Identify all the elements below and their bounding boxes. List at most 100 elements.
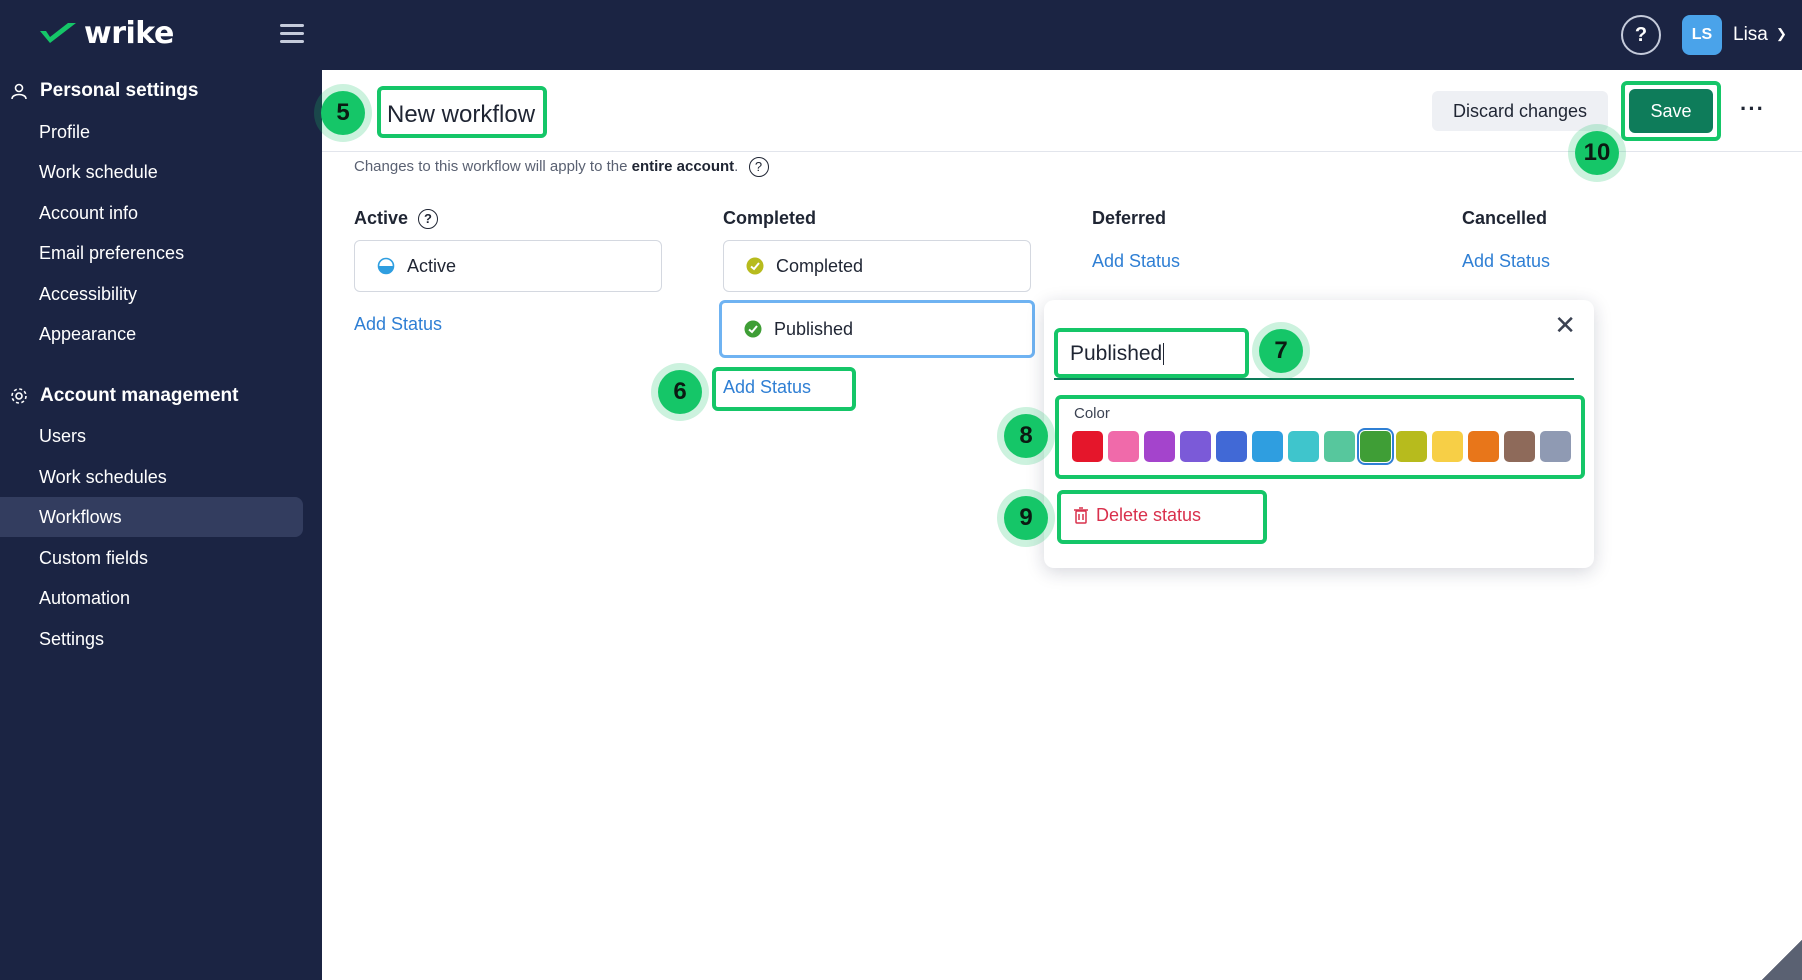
sidebar-section-label: Personal settings xyxy=(40,80,199,101)
logo-text: wrike xyxy=(84,16,174,51)
status-edit-popup: ✕ Published Color Delete status xyxy=(1044,300,1594,568)
delete-status-label: Delete status xyxy=(1096,505,1202,525)
gear-icon xyxy=(11,388,27,404)
status-card-completed[interactable]: Completed xyxy=(723,240,1031,292)
sidebar: Personal settings Profile Work schedule … xyxy=(0,70,322,980)
save-highlight-ring xyxy=(1621,81,1721,141)
color-swatch-10[interactable] xyxy=(1432,431,1463,462)
sidebar-section-personal: Personal settings xyxy=(10,80,198,102)
trash-icon xyxy=(1074,507,1088,524)
color-swatch-3[interactable] xyxy=(1180,431,1211,462)
main-panel: New workflow Changes to this workflow wi… xyxy=(322,70,1802,980)
discard-changes-button[interactable]: Discard changes xyxy=(1432,91,1608,131)
sidebar-item-automation[interactable]: Automation xyxy=(39,588,131,608)
sidebar-section-label: Account management xyxy=(40,385,239,406)
delete-highlight-ring xyxy=(1057,490,1267,544)
sidebar-item-custom-fields[interactable]: Custom fields xyxy=(39,548,149,568)
sidebar-item-profile[interactable]: Profile xyxy=(39,122,91,142)
color-swatch-13[interactable] xyxy=(1540,431,1571,462)
subtitle-prefix: Changes to this workflow will apply to t… xyxy=(354,157,628,175)
color-swatch-7[interactable] xyxy=(1324,431,1355,462)
column-heading-cancelled: Cancelled xyxy=(1462,208,1548,228)
add-status-completed[interactable]: Add Status xyxy=(723,377,812,397)
step-number: 6 xyxy=(658,370,702,414)
check-circle-icon xyxy=(744,320,762,338)
close-icon[interactable]: ✕ xyxy=(1554,310,1576,340)
sidebar-item-work-schedule[interactable]: Work schedule xyxy=(39,162,158,182)
workflow-title-input[interactable]: New workflow xyxy=(377,86,547,138)
delete-status-button[interactable]: Delete status xyxy=(1074,505,1201,526)
sidebar-active-highlight xyxy=(0,497,303,537)
sidebar-item-appearance[interactable]: Appearance xyxy=(39,324,137,344)
color-swatch-5[interactable] xyxy=(1252,431,1283,462)
menu-icon[interactable] xyxy=(280,24,304,44)
status-name-input[interactable]: Published xyxy=(1054,328,1249,378)
sidebar-item-work-schedules[interactable]: Work schedules xyxy=(39,467,167,487)
color-swatch-0[interactable] xyxy=(1072,431,1103,462)
sidebar-item-workflows[interactable]: Workflows xyxy=(39,507,122,527)
add-status-cancelled[interactable]: Add Status xyxy=(1462,251,1551,271)
step-badge-9: 9 xyxy=(997,489,1055,547)
status-card-active[interactable]: Active xyxy=(354,240,662,292)
check-circle-icon xyxy=(746,257,764,275)
person-icon xyxy=(11,83,27,100)
step-number: 7 xyxy=(1259,329,1303,373)
sidebar-item-settings[interactable]: Settings xyxy=(39,629,105,649)
save-button[interactable]: Save xyxy=(1629,89,1713,133)
color-label: Color xyxy=(1074,405,1110,422)
status-name-value: Published xyxy=(1070,342,1163,365)
sidebar-item-email-preferences[interactable]: Email preferences xyxy=(39,243,185,263)
help-icon[interactable]: ? xyxy=(1621,15,1661,55)
color-swatch-2[interactable] xyxy=(1144,431,1175,462)
add-status-deferred[interactable]: Add Status xyxy=(1092,251,1181,271)
status-half-circle-icon xyxy=(377,257,395,275)
step-number: 10 xyxy=(1575,131,1619,175)
workflow-subtitle: Changes to this workflow will apply to t… xyxy=(354,157,769,177)
color-swatch-9[interactable] xyxy=(1396,431,1427,462)
step-badge-7: 7 xyxy=(1252,322,1310,380)
help-icon[interactable]: ? xyxy=(748,157,769,177)
page-corner xyxy=(1762,940,1802,980)
status-label: Active xyxy=(407,255,457,276)
wrike-logo[interactable]: wrike xyxy=(38,16,174,51)
color-swatch-4[interactable] xyxy=(1216,431,1247,462)
add-status-active[interactable]: Add Status xyxy=(354,314,443,334)
subtitle-bold: entire account xyxy=(631,157,735,175)
sidebar-section-account: Account management xyxy=(10,385,238,407)
status-label: Published xyxy=(774,318,854,339)
step-badge-5: 5 xyxy=(314,84,372,142)
column-heading-active: Active ? xyxy=(354,208,439,229)
avatar[interactable]: LS xyxy=(1682,15,1722,55)
color-swatch-12[interactable] xyxy=(1504,431,1535,462)
step-badge-6: 6 xyxy=(651,363,709,421)
top-bar: wrike ? LS Lisa ❯ xyxy=(0,0,1802,70)
sidebar-item-users[interactable]: Users xyxy=(39,426,87,446)
color-swatch-11[interactable] xyxy=(1468,431,1499,462)
text-caret xyxy=(1163,343,1165,366)
status-name-underline xyxy=(1054,378,1574,380)
header-divider xyxy=(322,151,1802,152)
subtitle-suffix: . xyxy=(734,157,739,175)
color-highlight-ring xyxy=(1055,395,1585,479)
add-status-highlight-ring xyxy=(712,367,856,411)
color-swatch-8[interactable] xyxy=(1357,428,1394,465)
color-swatches xyxy=(1072,428,1571,465)
step-badge-8: 8 xyxy=(997,407,1055,465)
help-icon[interactable]: ? xyxy=(418,208,439,229)
status-card-published[interactable]: Published xyxy=(719,300,1035,358)
more-options-icon[interactable]: ··· xyxy=(1740,96,1765,121)
column-heading-completed: Completed xyxy=(723,208,817,228)
user-name[interactable]: Lisa xyxy=(1733,24,1768,45)
step-badge-10: 10 xyxy=(1568,124,1626,182)
color-swatch-6[interactable] xyxy=(1288,431,1319,462)
column-heading-label: Active xyxy=(354,208,409,228)
step-number: 9 xyxy=(1004,496,1048,540)
column-heading-deferred: Deferred xyxy=(1092,208,1167,228)
wrike-check-icon xyxy=(40,22,76,43)
status-label: Completed xyxy=(776,255,864,276)
sidebar-item-account-info[interactable]: Account info xyxy=(39,203,139,223)
sidebar-item-accessibility[interactable]: Accessibility xyxy=(39,284,138,304)
color-swatch-1[interactable] xyxy=(1108,431,1139,462)
chevron-down-icon[interactable]: ❯ xyxy=(1776,26,1787,41)
step-number: 8 xyxy=(1004,414,1048,458)
